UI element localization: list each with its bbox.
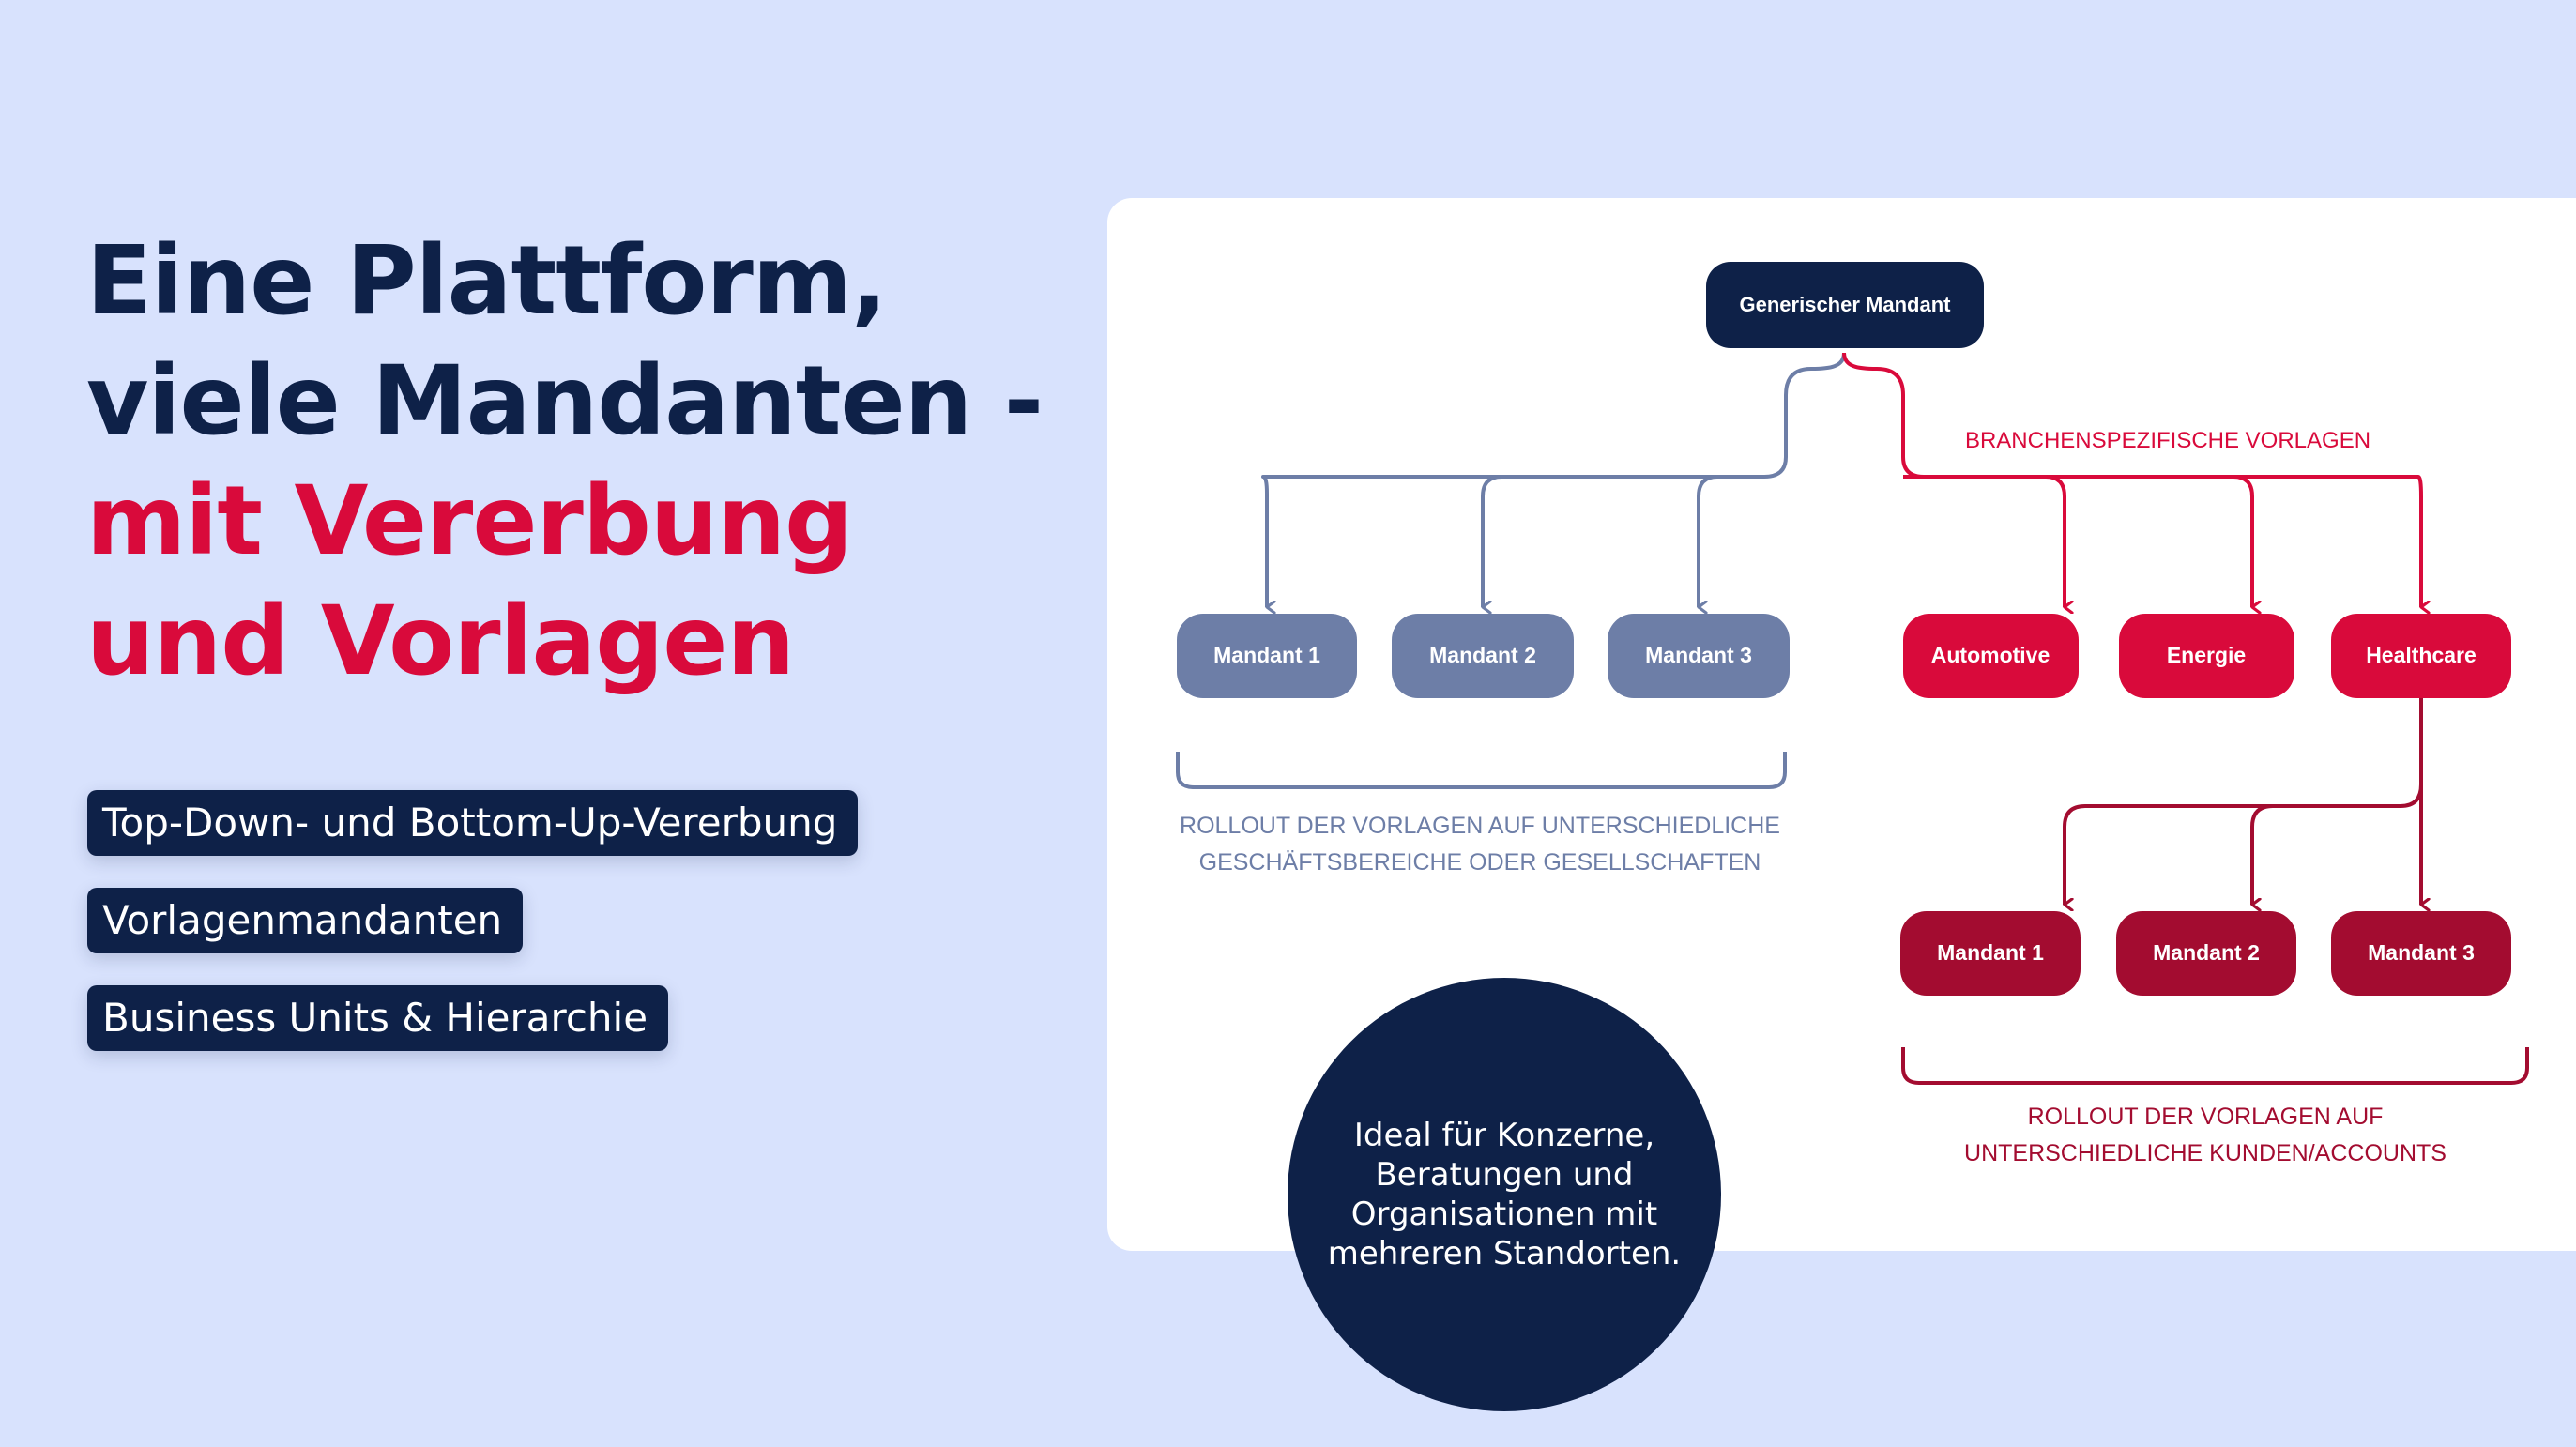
info-circle-text: Ideal für Konzerne, Beratungen und Organ… — [1317, 1116, 1692, 1273]
node-left-mandant-2: Mandant 2 — [1392, 614, 1574, 698]
tenant-hierarchy-diagram: Generischer Mandant BRANCHENSPEZIFISCHE … — [1176, 262, 2529, 1166]
tag-template-tenants: Vorlagenmandanten — [87, 888, 524, 953]
connector-healthcare-mandant-2 — [2250, 804, 2274, 905]
node-automotive: Automotive — [1903, 614, 2079, 698]
node-label: Mandant 3 — [2368, 940, 2475, 965]
node-label: Energie — [2167, 643, 2246, 667]
node-healthcare: Healthcare — [2331, 614, 2511, 698]
feature-tags: Top-Down- und Bottom-Up-Vererbung Vorlag… — [87, 790, 859, 1083]
right-caption-line-1: ROLLOUT DER VORLAGEN AUF — [2028, 1104, 2384, 1130]
headline-line-3: mit Vererbung — [86, 465, 853, 577]
connector-root-to-industries — [1842, 352, 2421, 607]
connector-root-to-left-group — [1261, 352, 1846, 607]
headline-line-2: viele Mandanten - — [86, 345, 1044, 457]
node-left-mandant-1: Mandant 1 — [1177, 614, 1357, 698]
connector-left-mandant-2 — [1481, 475, 1502, 607]
info-line-2: Beratungen und — [1375, 1156, 1634, 1194]
node-energie: Energie — [2119, 614, 2294, 698]
left-group-brace — [1176, 752, 1787, 789]
headline: Eine Plattform, viele Mandanten - mit Ve… — [86, 221, 1044, 702]
node-healthcare-mandant-2: Mandant 2 — [2116, 911, 2296, 996]
info-line-4: mehreren Standorten. — [1327, 1235, 1682, 1272]
info-circle: Ideal für Konzerne, Beratungen und Organ… — [1288, 978, 1721, 1411]
info-line-3: Organisationen mit — [1350, 1196, 1658, 1233]
node-label: Mandant 1 — [1937, 940, 2044, 965]
connector-automotive — [1903, 475, 2065, 607]
right-group-brace — [1901, 1047, 2529, 1085]
node-healthcare-mandant-3: Mandant 3 — [2331, 911, 2511, 996]
info-line-1: Ideal für Konzerne, — [1353, 1117, 1655, 1154]
tag-business-units: Business Units & Hierarchie — [87, 985, 669, 1051]
connector-left-mandant-3 — [1697, 475, 1718, 607]
headline-line-1: Eine Plattform, — [86, 225, 888, 337]
node-label: Mandant 2 — [1429, 643, 1536, 667]
branch-label: BRANCHENSPEZIFISCHE VORLAGEN — [1965, 428, 2370, 453]
left-caption-line-2: GESCHÄFTSBEREICHE ODER GESELLSCHAFTEN — [1199, 849, 1761, 876]
node-label: Generischer Mandant — [1740, 293, 1952, 316]
node-generischer-mandant: Generischer Mandant — [1706, 262, 1984, 348]
node-label: Healthcare — [2366, 643, 2477, 667]
node-label: Mandant 1 — [1213, 643, 1320, 667]
node-healthcare-mandant-1: Mandant 1 — [1900, 911, 2081, 996]
tag-inheritance: Top-Down- und Bottom-Up-Vererbung — [87, 790, 859, 856]
left-caption-line-1: ROLLOUT DER VORLAGEN AUF UNTERSCHIEDLICH… — [1180, 813, 1780, 839]
headline-line-4: und Vorlagen — [86, 586, 795, 697]
node-label: Mandant 3 — [1645, 643, 1752, 667]
connector-energie — [2233, 475, 2252, 607]
connector-healthcare-mandant-1 — [2063, 784, 2423, 905]
right-caption-line-2: UNTERSCHIEDLICHE KUNDEN/ACCOUNTS — [1964, 1140, 2446, 1166]
node-label: Automotive — [1931, 643, 2050, 667]
node-label: Mandant 2 — [2153, 940, 2260, 965]
node-left-mandant-3: Mandant 3 — [1608, 614, 1790, 698]
